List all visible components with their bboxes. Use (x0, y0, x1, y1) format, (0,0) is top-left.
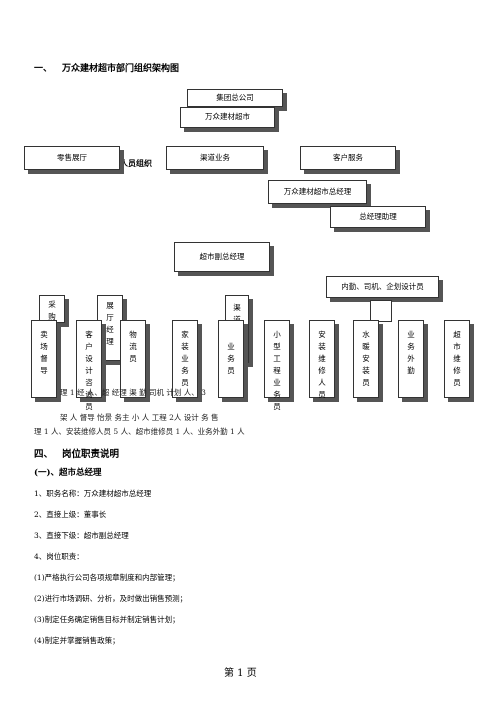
org-box-row-2: 客户设计咨询员 (76, 320, 102, 411)
subsection-title: (一)、超市总经理 (34, 468, 102, 478)
org-box-row-1: 卖场督导 (31, 320, 57, 398)
org-box-row-4: 家装业务员 (172, 320, 198, 398)
staff-line-1: 理 1 经 人、超 经理 渠 勤 司机 计划 人、 3 (60, 388, 206, 397)
staff-line-3: 理 1 人、安装维修人员 5 人、超市维修员 1 人、业务外勤 1 人 (34, 427, 245, 436)
org-box-row-9: 业务外勤 (398, 320, 424, 398)
item-1: 1、职务名称：万众建材超市总经理 (34, 489, 152, 498)
org-box-row-6: 小型工程业务员 (264, 320, 290, 411)
item-3: 3、直接下级：超市副总经理 (34, 531, 129, 540)
org-box-row-10: 超市维修员 (444, 320, 470, 398)
heading-title: 万众建材超市部门组织架构图 (62, 64, 180, 74)
item-2: 2、直接上级：董事长 (34, 510, 107, 519)
duty-4: (4)制定并掌握销售政策； (34, 636, 120, 645)
duty-1: (1)严格执行公司各项规章制度和内部管理； (34, 573, 180, 582)
org-box-row-8: 水暖安装员 (353, 320, 379, 398)
org-box-customer: 客户服务 (300, 146, 396, 170)
heading-number: 一、 (34, 64, 53, 74)
org-box-row-7: 安装维修人员 (309, 320, 335, 399)
page-footer: 第 1 页 (224, 668, 257, 679)
org-box-retail: 零售展厅 (24, 146, 120, 170)
section-title: 岗位职责说明 (62, 449, 120, 460)
duty-2: (2)进行市场调研、分析，及时做出销售预测； (34, 594, 188, 603)
org-box-channel: 渠道业务 (166, 146, 264, 170)
item-4: 4、岗位职责： (34, 552, 84, 561)
org-box-row-5: 业务员 (218, 320, 244, 398)
staff-line-2: 架 人 督导 怡景 务主 小 人 工程 2人 设计 务 售 (60, 413, 219, 422)
org-box-store: 万众建材超市 (180, 107, 275, 128)
overlap-fragment: 人员组织 (120, 158, 152, 168)
org-box-row-3: 物流员 (120, 320, 146, 398)
duty-3: (3)制定任务确定销售目标并制定销售计划； (34, 615, 180, 624)
org-box-gm: 万众建材超市总经理 (268, 180, 367, 204)
org-box-support: 内勤、司机、企划设计员 (326, 276, 439, 298)
org-box-hidden-small (370, 300, 392, 322)
org-box-deputy: 超市副总经理 (174, 242, 270, 272)
section-number: 四、 (34, 449, 54, 460)
org-box-purchase: 采购 (39, 295, 65, 323)
org-box-group: 集团总公司 (187, 89, 283, 107)
org-box-assistant: 总经理助理 (330, 206, 426, 228)
